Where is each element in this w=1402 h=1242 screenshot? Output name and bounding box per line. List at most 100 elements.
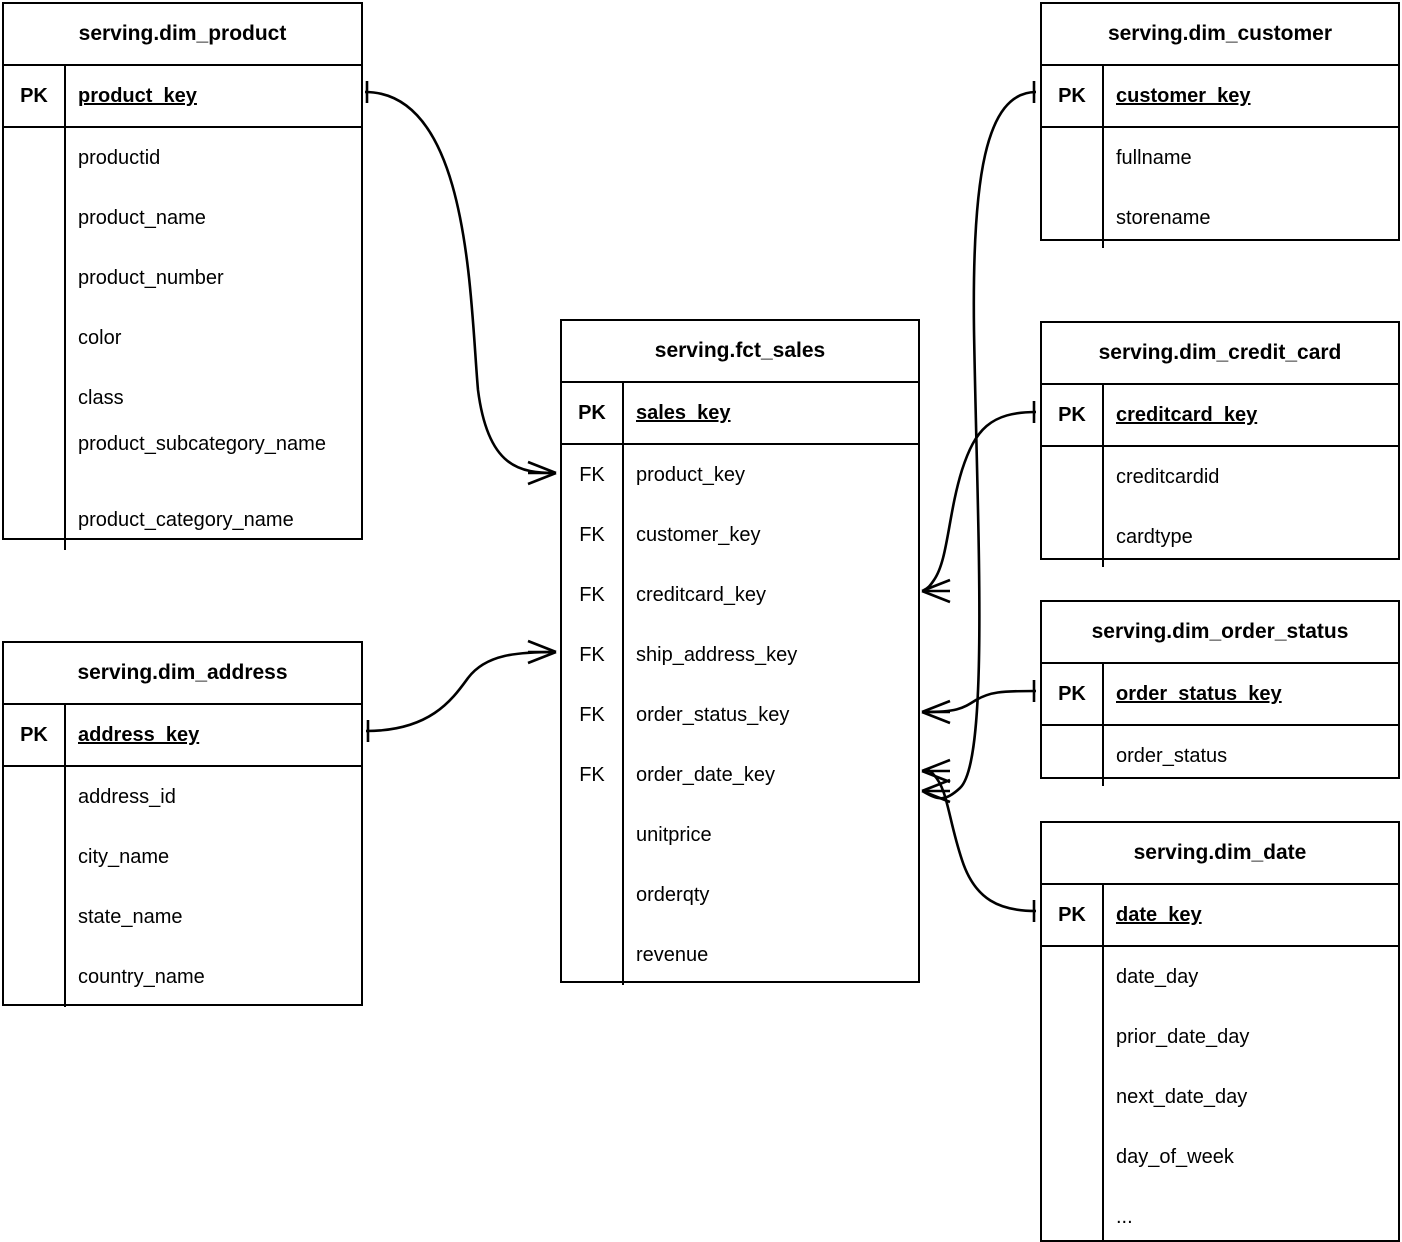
attribute-row: product_subcategory_name <box>78 433 326 455</box>
entity-fct-sales[interactable]: serving.fct_sales PK sales_key FK FK FK … <box>560 319 920 985</box>
attribute-section: FK FK FK FK FK FK product_key customer_k… <box>562 445 918 985</box>
entity-dim-credit-card[interactable]: serving.dim_credit_card PK creditcard_ke… <box>1040 321 1400 567</box>
attribute-row: city_name <box>78 846 170 868</box>
pk-field-name: address_key <box>78 724 200 746</box>
attribute-list: productid product_name product_number co… <box>66 128 361 550</box>
attribute-row: class <box>78 387 124 409</box>
attribute-row: ... <box>1116 1206 1133 1228</box>
entity-title: serving.dim_date <box>1042 823 1398 885</box>
pk-field-name: creditcard_key <box>1116 404 1258 426</box>
attribute-section: creditcardid cardtype <box>1042 447 1398 567</box>
pk-row[interactable]: PK customer_key <box>1042 66 1398 128</box>
pk-badge: PK <box>4 66 66 126</box>
edge-orderstatus-crowsfoot <box>921 699 951 725</box>
entity-dim-customer[interactable]: serving.dim_customer PK customer_key ful… <box>1040 2 1400 248</box>
attribute-section: fullname storename <box>1042 128 1398 248</box>
attribute-section: address_id city_name state_name country_… <box>4 767 361 1007</box>
pk-field-name: product_key <box>78 85 197 107</box>
pk-badge: PK <box>562 383 624 443</box>
fk-field-row: creditcard_key <box>636 584 767 606</box>
entity-title: serving.dim_product <box>4 4 361 66</box>
fk-field-row: customer_key <box>636 524 761 546</box>
entity-dim-date[interactable]: serving.dim_date PK date_key date_day pr… <box>1040 821 1400 1242</box>
attribute-row: creditcardid <box>1116 466 1220 488</box>
pk-badge: PK <box>4 705 66 765</box>
edge-product-crowsfoot <box>527 460 557 486</box>
edge-address-crowsfoot <box>527 639 557 665</box>
fk-badge: FK <box>579 464 605 486</box>
attribute-section: date_day prior_date_day next_date_day da… <box>1042 947 1398 1242</box>
attribute-list: date_day prior_date_day next_date_day da… <box>1104 947 1398 1242</box>
entity-title: serving.fct_sales <box>562 321 918 383</box>
attribute-row: color <box>78 327 122 349</box>
empty-key-column <box>4 767 66 1007</box>
empty-key-column <box>1042 447 1104 567</box>
edge-orderstatus-to-sales <box>923 689 1037 714</box>
pk-row[interactable]: PK address_key <box>4 705 361 767</box>
fk-badge: FK <box>579 644 605 666</box>
pk-badge: PK <box>1042 885 1104 945</box>
entity-dim-order-status[interactable]: serving.dim_order_status PK order_status… <box>1040 600 1400 786</box>
fk-field-row: product_key <box>636 464 745 486</box>
entity-title: serving.dim_customer <box>1042 4 1398 66</box>
pk-row[interactable]: PK creditcard_key <box>1042 385 1398 447</box>
attribute-list: creditcardid cardtype <box>1104 447 1398 567</box>
empty-key-column <box>1042 726 1104 786</box>
fk-field-row: order_status_key <box>636 704 790 726</box>
attribute-row: address_id <box>78 786 176 808</box>
attribute-row: cardtype <box>1116 526 1193 548</box>
attribute-row: date_day <box>1116 966 1199 988</box>
attribute-row: product_name <box>78 207 206 229</box>
pk-row[interactable]: PK date_key <box>1042 885 1398 947</box>
pk-badge: PK <box>1042 664 1104 724</box>
pk-row[interactable]: PK product_key <box>4 66 361 128</box>
fk-badge: FK <box>579 764 605 786</box>
attribute-row: fullname <box>1116 147 1192 169</box>
fk-badge: FK <box>579 584 605 606</box>
attribute-row: country_name <box>78 966 205 988</box>
empty-key-column <box>4 128 66 550</box>
entity-title: serving.dim_address <box>4 643 361 705</box>
attribute-list: fullname storename <box>1104 128 1398 248</box>
fk-badge: FK <box>579 524 605 546</box>
entity-dim-product[interactable]: serving.dim_product PK product_key produ… <box>2 2 363 550</box>
pk-badge: PK <box>1042 385 1104 445</box>
attribute-row: productid <box>78 147 161 169</box>
attribute-row: product_category_name <box>78 509 294 531</box>
fk-field-row: order_date_key <box>636 764 775 786</box>
empty-key-column <box>1042 947 1104 1242</box>
attribute-row: orderqty <box>636 884 710 906</box>
attribute-row: order_status <box>1116 745 1228 767</box>
attribute-row: unitprice <box>636 824 712 846</box>
entity-title: serving.dim_credit_card <box>1042 323 1398 385</box>
attribute-row: storename <box>1116 207 1211 229</box>
edge-product-to-sales <box>364 90 557 475</box>
edge-date-crowsfoot <box>921 758 951 784</box>
edge-date-to-sales <box>923 768 1037 913</box>
pk-field-name: order_status_key <box>1116 683 1282 705</box>
pk-row[interactable]: PK order_status_key <box>1042 664 1398 726</box>
pk-badge: PK <box>1042 66 1104 126</box>
pk-field-name: sales_key <box>636 402 731 424</box>
attribute-section: order_status <box>1042 726 1398 786</box>
pk-field-name: date_key <box>1116 904 1202 926</box>
attribute-list: order_status <box>1104 726 1398 786</box>
attribute-row: day_of_week <box>1116 1146 1234 1168</box>
attribute-row: state_name <box>78 906 183 928</box>
pk-field-name: customer_key <box>1116 85 1251 107</box>
empty-key-column <box>1042 128 1104 248</box>
attribute-row: revenue <box>636 944 709 966</box>
edge-customer-crowsfoot <box>921 778 951 804</box>
edge-customer-to-sales <box>923 90 1037 800</box>
fk-badge-column: FK FK FK FK FK FK <box>562 445 624 985</box>
pk-row[interactable]: PK sales_key <box>562 383 918 445</box>
attribute-section: productid product_name product_number co… <box>4 128 361 550</box>
attribute-row: next_date_day <box>1116 1086 1248 1108</box>
entity-dim-address[interactable]: serving.dim_address PK address_key addre… <box>2 641 363 1007</box>
edge-address-to-sales <box>365 650 557 733</box>
attribute-row: product_number <box>78 267 224 289</box>
entity-title: serving.dim_order_status <box>1042 602 1398 664</box>
attribute-list: address_id city_name state_name country_… <box>66 767 361 1007</box>
attribute-row: prior_date_day <box>1116 1026 1250 1048</box>
